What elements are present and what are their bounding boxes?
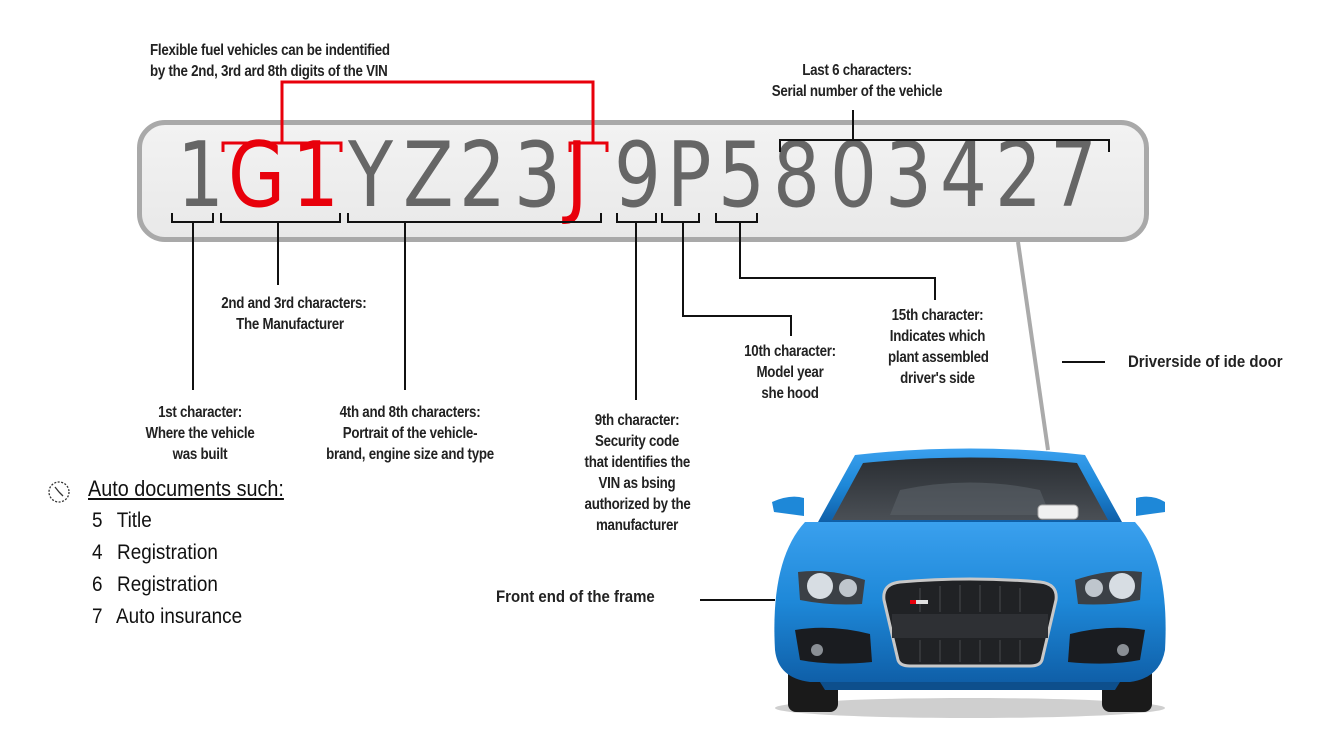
ninth-char-line3: that identifies the <box>584 454 691 471</box>
document-number: 4 <box>92 541 103 564</box>
document-label: Registration <box>117 541 218 564</box>
document-label: Registration <box>117 573 218 596</box>
document-number: 7 <box>92 605 103 628</box>
manufacturer-annotation: 2nd and 3rd characters: The Manufacturer <box>221 293 367 335</box>
car-front-image <box>772 448 1166 718</box>
tenth-char-line2: Model year <box>756 364 824 381</box>
ninth-char-line2: Security code <box>594 433 680 450</box>
frame-location-label: Front end of the frame <box>496 587 655 606</box>
door-pointer <box>1016 241 1050 451</box>
vin-char: 9 <box>614 123 661 228</box>
vin-char: Z <box>403 123 454 228</box>
bottom-brackets <box>171 110 1110 601</box>
vin-char: P <box>667 123 712 228</box>
manufacturer-line2: The Manufacturer <box>236 316 344 333</box>
document-item: 5 Title <box>92 509 152 533</box>
fifteenth-char-line2: Indicates which <box>889 328 986 345</box>
fifteenth-char-line3: plant assembled <box>888 349 989 366</box>
documents-title: Auto documents such: <box>88 476 284 501</box>
ninth-char-line4: VIN as bsing <box>598 475 676 492</box>
flex-fuel-line1: Flexible fuel vehicles can be indentifie… <box>150 42 390 59</box>
flex-fuel-line2: by the 2nd, 3rd ard 8th digits of the VI… <box>150 63 388 80</box>
document-number: 5 <box>92 509 103 532</box>
vin-char: 2 <box>459 123 506 228</box>
fifteenth-char-line4: driver's side <box>900 370 975 387</box>
fifteenth-char-line1: 15th character: <box>891 307 984 324</box>
tenth-char-line1: 10th character: <box>744 343 836 360</box>
vin-char: 2 <box>995 123 1042 228</box>
document-item: 7 Auto insurance <box>92 605 242 629</box>
vin-char: 1 <box>177 123 224 228</box>
document-item: 4 Registration <box>92 541 218 565</box>
descriptor-line2: Portrait of the vehicle- <box>342 425 478 442</box>
serial-line1: Last 6 characters: <box>802 62 912 79</box>
ninth-char-line5: authorized by the <box>584 496 691 513</box>
ninth-char-line6: manufacturer <box>595 517 679 534</box>
vin-characters: 1 G 1 Y Z 2 3 J 9 P 5 8 0 3 4 2 7 <box>0 126 1344 226</box>
tenth-char-annotation: 10th character: Model year she hood <box>743 341 838 404</box>
first-char-line3: was built <box>172 446 228 463</box>
flex-fuel-annotation: Flexible fuel vehicles can be indentifie… <box>150 40 391 82</box>
vin-char: 4 <box>940 123 987 228</box>
serial-line2: Serial number of the vehicle <box>771 83 943 100</box>
door-location-label: Driverside of ide door <box>1128 352 1283 371</box>
vin-char: 3 <box>514 123 561 228</box>
descriptor-annotation: 4th and 8th characters: Portrait of the … <box>324 402 496 465</box>
serial-annotation: Last 6 characters: Serial number of the … <box>758 60 956 102</box>
clock-icon <box>48 481 70 503</box>
document-label: Title <box>116 509 152 532</box>
document-item: 6 Registration <box>92 573 218 597</box>
document-number: 6 <box>92 573 103 596</box>
vin-char: Y <box>348 123 394 228</box>
vin-char: 5 <box>718 123 765 228</box>
tenth-char-line3: she hood <box>761 385 819 402</box>
descriptor-line3: brand, engine size and type <box>326 446 494 463</box>
document-label: Auto insurance <box>116 605 243 628</box>
first-char-annotation: 1st character: Where the vehicle was bui… <box>140 402 260 465</box>
first-char-line1: 1st character: <box>158 404 242 421</box>
ninth-char-annotation: 9th character: Security code that identi… <box>584 410 691 536</box>
first-char-line2: Where the vehicle <box>145 425 255 442</box>
flex-fuel-bracket <box>221 80 609 152</box>
vin-char: 3 <box>885 123 932 228</box>
descriptor-line1: 4th and 8th characters: <box>339 404 481 421</box>
vin-char: 7 <box>1050 123 1097 228</box>
ninth-char-line1: 9th character: <box>594 412 680 429</box>
fifteenth-char-annotation: 15th character: Indicates which plant as… <box>888 305 989 389</box>
vin-char: 0 <box>830 123 877 228</box>
manufacturer-line1: 2nd and 3rd characters: <box>221 295 367 312</box>
